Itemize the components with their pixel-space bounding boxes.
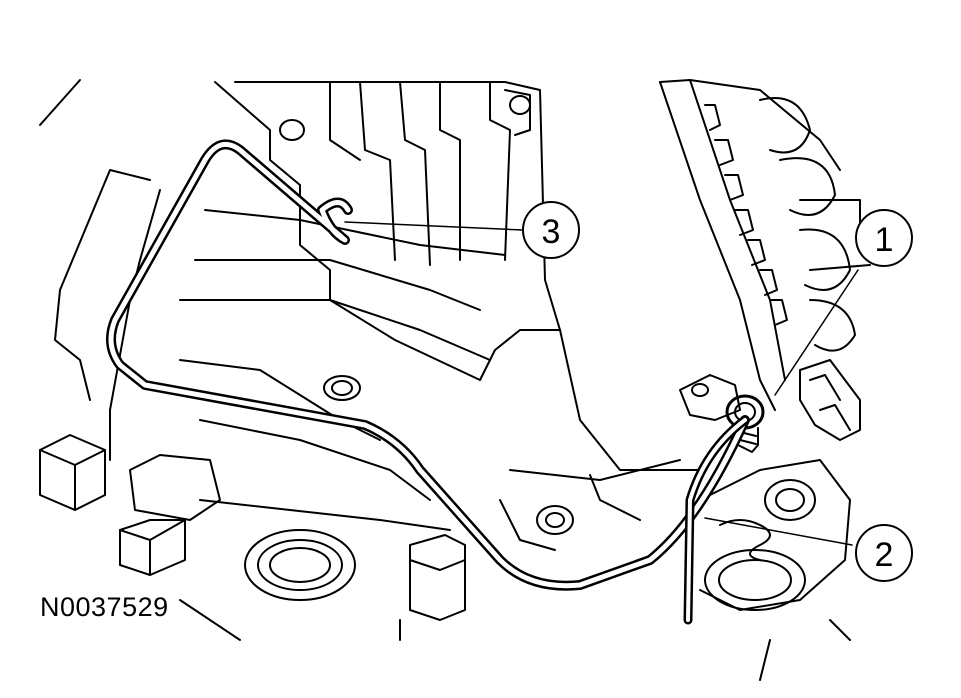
cam-lobe bbox=[759, 97, 811, 154]
callout-number: 1 bbox=[875, 221, 894, 259]
casting-contour bbox=[499, 499, 556, 551]
bolt-hole bbox=[536, 505, 574, 535]
cam-lobe bbox=[779, 157, 836, 216]
casting-contour bbox=[759, 639, 771, 681]
block-outline bbox=[54, 289, 91, 401]
cam-lobe bbox=[809, 299, 856, 352]
casting-contour bbox=[179, 359, 381, 441]
callout-3: 3 bbox=[522, 201, 580, 259]
leader-line-2 bbox=[704, 517, 853, 546]
port-opening bbox=[764, 479, 816, 521]
cylinder-head bbox=[689, 79, 786, 381]
cam-lobe bbox=[799, 228, 851, 291]
callout-number: 3 bbox=[542, 213, 561, 251]
block-outline bbox=[214, 81, 561, 381]
casting-contour bbox=[589, 474, 641, 521]
port-opening bbox=[775, 488, 805, 512]
casting-contour bbox=[829, 619, 851, 641]
callout-circle bbox=[522, 201, 580, 259]
block-outline bbox=[59, 169, 151, 291]
callout-2: 2 bbox=[855, 524, 913, 582]
coil-spring bbox=[719, 519, 771, 561]
cylinder-head bbox=[659, 79, 841, 171]
bolt-hole bbox=[331, 380, 353, 396]
casting-contour bbox=[559, 329, 701, 471]
block-outline bbox=[329, 81, 361, 161]
port-opening bbox=[718, 559, 792, 601]
block-outline bbox=[399, 81, 431, 266]
mount-flange bbox=[679, 374, 741, 421]
bolt-hole bbox=[323, 375, 361, 401]
leader-line-3 bbox=[344, 221, 524, 231]
cylinder-head bbox=[659, 81, 776, 411]
block-outline bbox=[234, 81, 561, 331]
casting-contour bbox=[204, 209, 506, 256]
casting-contour bbox=[199, 419, 431, 501]
casting-contour bbox=[509, 459, 681, 481]
block-outline bbox=[439, 81, 461, 261]
lower-block bbox=[129, 454, 221, 521]
callout-circle bbox=[855, 524, 913, 582]
casting-contour bbox=[179, 599, 241, 641]
lower-block bbox=[119, 519, 186, 541]
casting-contour bbox=[179, 299, 491, 361]
connector-bracket bbox=[809, 374, 841, 401]
cylinder-head bbox=[799, 199, 861, 231]
port-opening bbox=[244, 529, 356, 601]
casting-contour bbox=[199, 499, 451, 531]
lower-block bbox=[409, 534, 466, 621]
callout-1: 1 bbox=[855, 209, 913, 267]
callout-number: 2 bbox=[875, 536, 894, 574]
lower-block bbox=[409, 559, 466, 571]
bolt-hole bbox=[545, 512, 565, 528]
valve-stems bbox=[704, 104, 788, 326]
figure-id: N0037529 bbox=[40, 592, 169, 622]
block-outline bbox=[359, 81, 396, 261]
cylinder-head bbox=[809, 264, 871, 271]
block-outline bbox=[504, 89, 531, 136]
connector-bracket bbox=[799, 359, 861, 441]
port-opening bbox=[269, 547, 331, 583]
bolt-hole bbox=[691, 383, 709, 397]
connector-bracket bbox=[819, 404, 851, 431]
edge-line bbox=[39, 79, 81, 126]
bolt-hole bbox=[279, 119, 305, 141]
port-opening bbox=[704, 549, 806, 611]
leader-line-1 bbox=[774, 269, 859, 396]
block-outline bbox=[489, 81, 511, 261]
lower-block bbox=[39, 434, 106, 511]
lower-block bbox=[119, 519, 186, 576]
sensor-harness bbox=[106, 139, 750, 625]
callout-circle bbox=[855, 209, 913, 267]
casting-contour bbox=[194, 259, 481, 311]
bolt-hole bbox=[509, 95, 531, 115]
port-opening bbox=[257, 539, 343, 591]
lower-block bbox=[39, 449, 106, 466]
lower-housing bbox=[699, 459, 851, 611]
